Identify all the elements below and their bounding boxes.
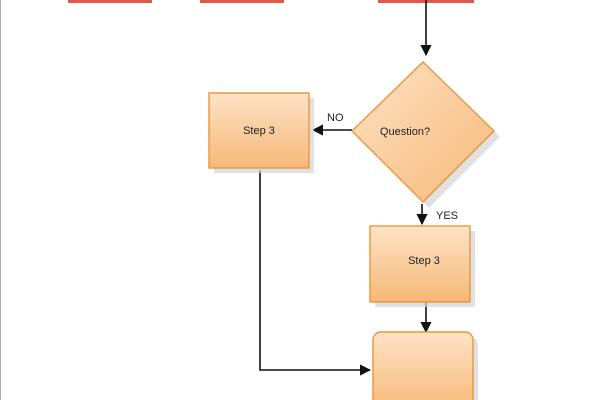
edge-label-no: NO [327,112,344,124]
step-yes-node: Step 3 [369,225,475,307]
step-left-node: Step 3 [208,92,314,173]
step-bottom-box [372,331,474,400]
step-left-label: Step 3 [243,125,275,137]
connector-step-left-to-bottom [259,170,372,376]
edge-label-yes: YES [436,210,458,222]
step-left-box [208,92,310,169]
step-bottom-node [372,331,478,400]
step-yes-box [369,225,471,303]
top-partial-shape-left [68,0,152,3]
decision-label: Question? [380,126,430,138]
connectors [259,0,432,376]
top-partial-shapes [68,0,474,3]
decision-diamond [351,61,495,203]
step-yes-label: Step 3 [408,255,440,267]
decision-node: Question? [351,61,500,208]
top-partial-shape-middle [200,0,284,3]
